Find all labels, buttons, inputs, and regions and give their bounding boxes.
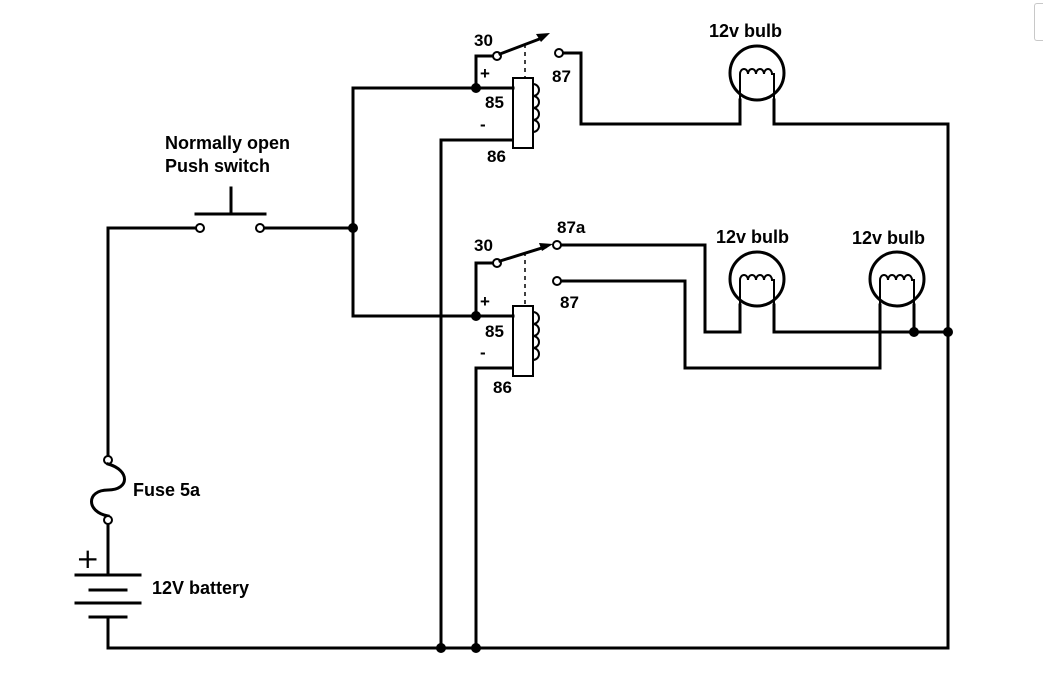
- relay-bottom-arrow: [539, 243, 553, 251]
- relay-top-label-30: 30: [474, 31, 493, 50]
- relay-bottom-minus: -: [480, 343, 486, 362]
- relay-bottom-terminal-87: [552, 276, 562, 286]
- bulb-3-label: 12v bulb: [852, 228, 925, 248]
- relay-bottom-terminal-87a: [552, 240, 562, 250]
- junction-dot: [909, 327, 919, 337]
- junction-dot: [348, 223, 358, 233]
- relay-bottom-label-87a: 87a: [557, 218, 586, 237]
- relay-bottom-label-30: 30: [474, 236, 493, 255]
- relay-top: 30 87 85 86 + -: [474, 31, 571, 166]
- junction-dots: [348, 83, 953, 653]
- relay-bottom-label-87: 87: [560, 293, 579, 312]
- fuse-label: Fuse 5a: [133, 480, 201, 500]
- wires: [106, 51, 950, 650]
- bulb-1: 12v bulb: [709, 21, 786, 102]
- relay-top-coil-winding: [532, 83, 540, 133]
- wire-ground-rail: [106, 122, 950, 650]
- relay-top-label-86: 86: [487, 147, 506, 166]
- relay-top-minus: -: [480, 115, 486, 134]
- push-switch: Normally open Push switch: [165, 133, 290, 233]
- switch-label-line1: Normally open: [165, 133, 290, 153]
- relay-bottom-label-86: 86: [493, 378, 512, 397]
- wire-87-to-bulb3: [555, 279, 882, 370]
- switch-terminal: [255, 223, 265, 233]
- wire-top-30-to-plus: [474, 54, 499, 90]
- relay-bottom-coil-winding: [532, 311, 540, 361]
- bulb-3-filament: [879, 274, 915, 305]
- relay-bottom-label-85: 85: [485, 322, 504, 341]
- bulb-1-label: 12v bulb: [709, 21, 782, 41]
- battery-label: 12V battery: [152, 578, 249, 598]
- relay-top-plus: +: [480, 64, 490, 83]
- relay-top-contact-arm: [498, 36, 544, 56]
- relay-bottom-coil-body: [512, 305, 534, 377]
- relay-bottom-contact-arm: [498, 245, 547, 263]
- bulb-2-label: 12v bulb: [716, 227, 789, 247]
- relay-bottom-plus: +: [480, 292, 490, 311]
- relay-top-label-85: 85: [485, 93, 504, 112]
- wire-top-87-to-bulb1: [557, 51, 742, 126]
- junction-dot: [471, 643, 481, 653]
- wire-bulb2-to-bulb3: [772, 303, 950, 334]
- switch-label-line2: Push switch: [165, 156, 270, 176]
- wire-87a-to-bulb2: [555, 243, 742, 334]
- switch-terminal: [195, 223, 205, 233]
- bulb-1-filament: [739, 68, 775, 100]
- bulb-2: 12v bulb: [716, 227, 789, 308]
- fuse-element: [90, 462, 126, 518]
- relay-top-label-87: 87: [552, 67, 571, 86]
- relay-top-coil-body: [512, 77, 534, 149]
- bulb-3: 12v bulb: [852, 228, 926, 308]
- bulb-2-filament: [739, 274, 775, 305]
- wire-battery-to-switch: [106, 226, 202, 462]
- fuse: Fuse 5a: [90, 455, 201, 525]
- relay-top-arrow: [536, 33, 550, 42]
- fuse-terminal: [103, 515, 113, 525]
- wire-bottom-86-to-ground: [474, 366, 513, 650]
- wire-to-top-relay-85: [351, 86, 478, 230]
- wire-bottom-30-to-plus: [474, 261, 499, 318]
- junction-dot: [436, 643, 446, 653]
- wire-top-86-to-ground: [439, 138, 513, 650]
- battery: + 12V battery: [74, 542, 249, 619]
- relay-bottom: 30 87a 87 85 86 + -: [474, 218, 586, 397]
- junction-dot: [943, 327, 953, 337]
- wire-bulb1-to-rail: [772, 98, 950, 126]
- battery-plus-sign: +: [76, 542, 99, 575]
- window-edge-handle: [1034, 3, 1043, 41]
- relay-top-terminal-87: [554, 48, 564, 58]
- wire-to-bottom-relay-85: [351, 226, 478, 318]
